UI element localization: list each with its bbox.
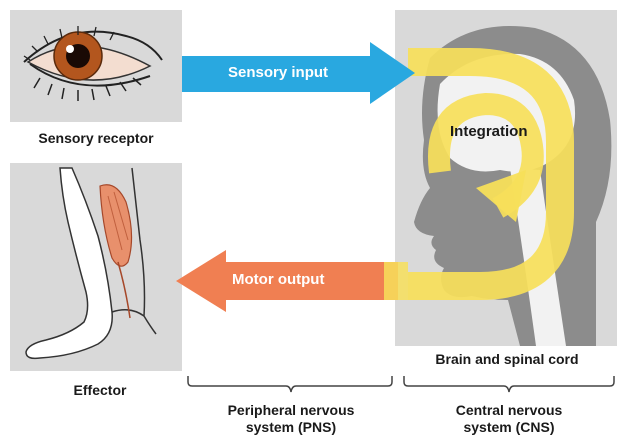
- effector-label: Effector: [50, 382, 150, 398]
- loop-tail: [384, 262, 408, 300]
- sensory-input-label: Sensory input: [228, 64, 328, 81]
- leg-icon: [26, 168, 156, 358]
- cns-brace: [404, 376, 614, 392]
- brain-spinal-cord-label: Brain and spinal cord: [400, 351, 614, 367]
- eye-icon: [24, 26, 162, 101]
- integration-label: Integration: [450, 123, 528, 140]
- pns-label-line2: system (PNS): [200, 419, 382, 435]
- sensory-receptor-label: Sensory receptor: [10, 130, 182, 146]
- cns-label-line1: Central nervous: [414, 402, 604, 418]
- pns-brace: [188, 376, 392, 392]
- motor-output-label: Motor output: [232, 271, 324, 288]
- cns-label-line2: system (CNS): [414, 419, 604, 435]
- pns-label-line1: Peripheral nervous: [200, 402, 382, 418]
